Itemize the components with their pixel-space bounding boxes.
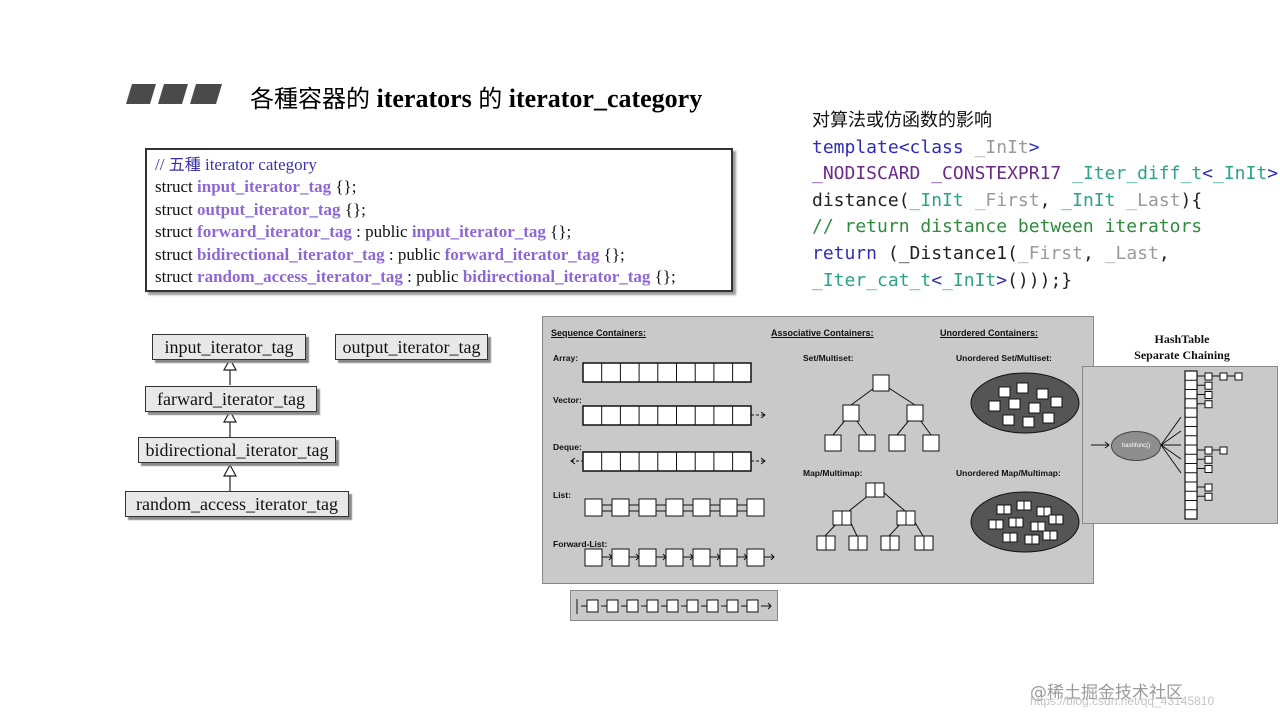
code-line-bidirectional-tag: struct bidirectional_iterator_tag : publ… [155,244,625,264]
bidirectional-iterator-tag-box: bidirectional_iterator_tag [138,437,336,463]
forward-list-label: Forward-List: [553,539,608,549]
unordered-containers-heading: Unordered Containers: [940,328,1039,338]
containers-drawing [570,362,1080,567]
set-label: Set/Multiset: [803,353,854,363]
distance-code-snippet: 对算法或仿函数的影响 template<class _InIt> _NODISC… [812,108,1278,294]
code-line-random-access-tag: struct random_access_iterator_tag : publ… [155,267,676,287]
code-line-return: return (_Distance1(_First, _Last, [812,242,1170,264]
sequence-containers-heading: Sequence Containers: [551,328,647,338]
hashfunc-node: hashfunc() [1111,431,1161,461]
title-bars-decoration [126,84,222,104]
unordered-map-label: Unordered Map/Multimap: [956,468,1061,478]
deque-label: Deque: [553,442,582,452]
watermark-url: https://blog.csdn.net/qq_43145810 [1030,694,1215,708]
array-label: Array: [553,353,579,363]
output-iterator-tag-box: output_iterator_tag [335,334,488,360]
code-line-iter-cat: _Iter_cat_t<_InIt>()));} [812,269,1073,291]
code-line-signature: distance(_InIt _First, _InIt _Last){ [812,189,1203,211]
hierarchy-arrows [222,357,238,491]
code-line-return-type: _NODISCARD _CONSTEXPR17 _Iter_diff_t<_In… [812,163,1279,185]
code-heading: 对算法或仿函数的影响 [812,110,992,131]
random-access-iterator-tag-box: random_access_iterator_tag [125,491,349,517]
code-line-comment: // return distance between iterators [812,216,1203,238]
forward-iterator-tag-box: farward_iterator_tag [145,386,317,412]
hashtable-title: HashTable Separate Chaining [1134,332,1230,362]
watermark: @稀土掘金技术社区 [1030,683,1183,703]
map-label: Map/Multimap: [803,468,863,478]
code-line-forward-tag: struct forward_iterator_tag : public inp… [155,222,572,242]
list-label: List: [553,490,571,500]
associative-containers-heading: Associative Containers: [771,328,874,338]
hashtable-panel: hashfunc() [1082,366,1278,524]
hashtable-drawing [1091,370,1243,520]
vector-label: Vector: [553,395,582,405]
code-line-input-tag: struct input_iterator_tag {}; [155,177,357,197]
forward-list-strip [570,590,778,621]
slide-title: 各種容器的 iterators 的 iterator_category [250,84,703,113]
code-comment: // 五種 iterator category [155,155,317,174]
iterator-tag-code-box: // 五種 iterator category struct input_ite… [145,148,733,292]
code-line-template: template<class _InIt> [812,136,1040,158]
input-iterator-tag-box: input_iterator_tag [152,334,306,360]
containers-panel: Sequence Containers: Associative Contain… [542,316,1094,584]
forward-list-strip-drawing [576,599,772,614]
unordered-set-label: Unordered Set/Multiset: [956,353,1052,363]
code-line-output-tag: struct output_iterator_tag {}; [155,199,366,219]
